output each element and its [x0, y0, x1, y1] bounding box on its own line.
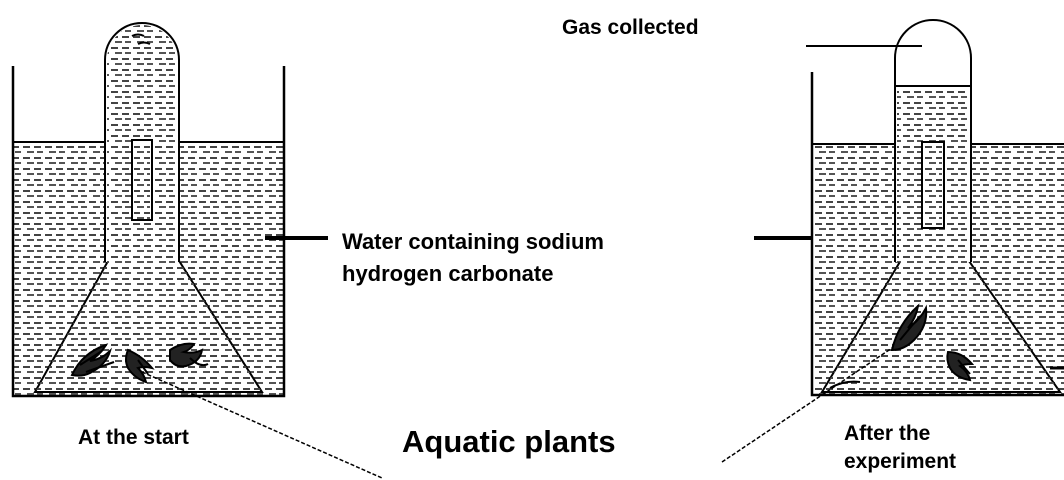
- water-label: Water containing sodium hydrogen carbona…: [342, 226, 604, 290]
- gas-collected-label: Gas collected: [562, 16, 699, 39]
- beaker-start: [11, 66, 286, 398]
- water-label-line1: Water containing sodium: [342, 229, 604, 254]
- pointer-plants-right: [721, 347, 893, 463]
- water-label-line2: hydrogen carbonate: [342, 261, 554, 286]
- aquatic-plants-after: [829, 303, 975, 389]
- apparatus-at-start: [11, 22, 286, 398]
- pointer-lines: [141, 45, 1064, 479]
- aquatic-plants-label: Aquatic plants: [402, 424, 616, 459]
- after-experiment-label: After the experiment: [844, 420, 956, 476]
- pointer-plants-left: [141, 371, 383, 479]
- apparatus-after: [810, 19, 1064, 397]
- collected-gas: [897, 22, 969, 84]
- after-label-line1: After the: [844, 422, 931, 445]
- after-label-line2: experiment: [844, 450, 957, 473]
- aquatic-plants-start: [70, 342, 209, 384]
- beaker-after: [810, 72, 1064, 397]
- at-the-start-label: At the start: [78, 426, 189, 449]
